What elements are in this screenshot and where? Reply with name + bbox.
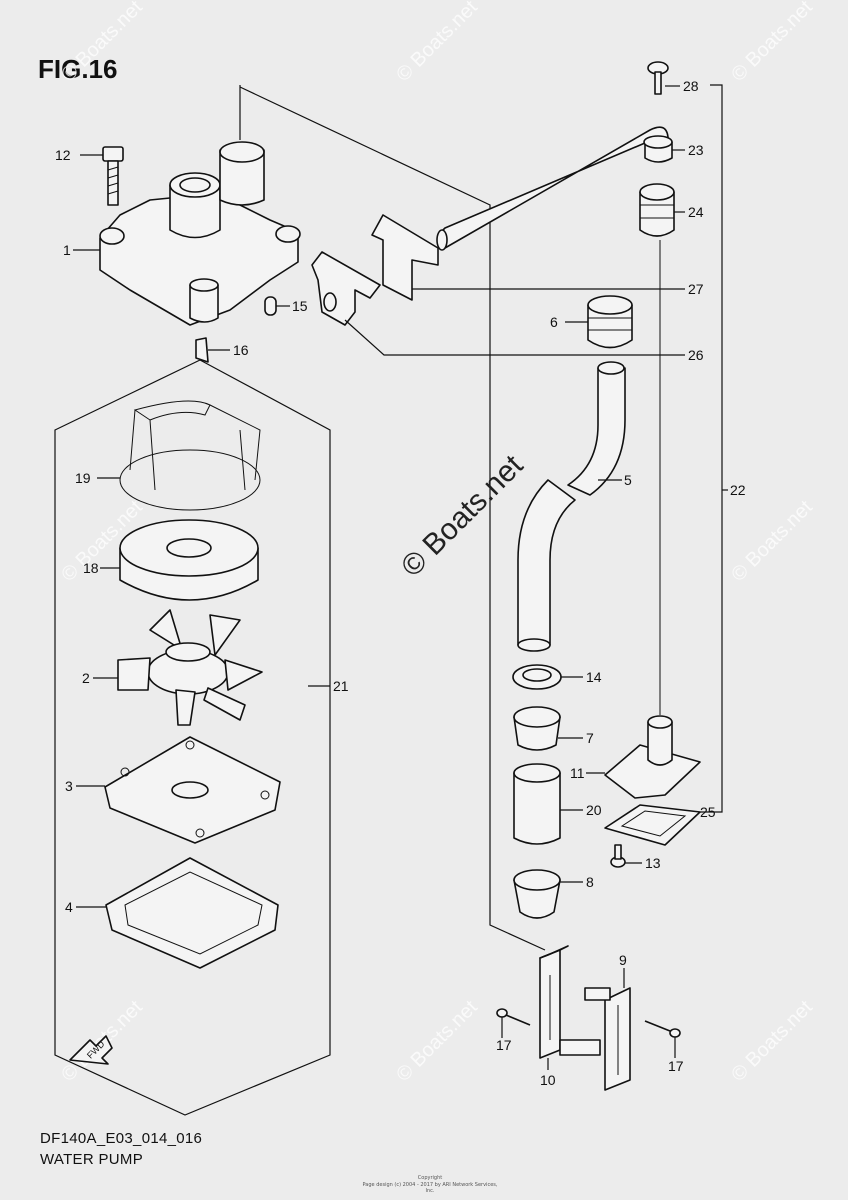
screw-part-17a [496,1008,531,1026]
seal-part-8 [513,869,561,919]
plate-part-3 [104,736,281,844]
callout-28: 28 [683,78,699,94]
callout-3: 3 [65,778,73,794]
callout-19: 19 [75,470,91,486]
tube-part-20 [513,763,561,845]
seal-part-7 [513,706,561,751]
gasket-part-4 [105,857,279,969]
bolt-part-12 [102,146,124,206]
pump-case-part-1 [99,141,301,326]
impeller-part-2 [117,609,263,726]
callout-16: 16 [233,342,249,358]
callout-1: 1 [63,242,71,258]
callout-27: 27 [688,281,704,297]
callout-17b: 17 [668,1058,684,1074]
tube-top [436,126,673,251]
kit-22-right-edge [700,84,723,813]
callout-21: 21 [333,678,349,694]
hose-part-5 [517,361,626,652]
callout-12: 12 [55,147,71,163]
copyright-line-2: Page design (c) 2004 - 2017 by ARI Netwo… [362,1182,498,1194]
fitting-part-11 [604,715,701,799]
bracket-part-27 [371,214,439,301]
fwd-arrow-icon: FWD [69,1035,113,1065]
callout-20: 20 [586,802,602,818]
callout-15: 15 [292,298,308,314]
strainer-part-25 [604,804,701,846]
callout-25: 25 [700,804,716,820]
callout-10: 10 [540,1072,556,1088]
copyright-line-1: Copyright [417,1175,443,1181]
callout-13: 13 [645,855,661,871]
callout-9: 9 [619,952,627,968]
key-part-16 [195,337,209,363]
callout-6: 6 [550,314,558,330]
liner-part-19 [119,400,261,511]
callout-24: 24 [688,204,704,220]
callout-7: 7 [586,730,594,746]
callout-23: 23 [688,142,704,158]
figure-title: FIG.16 [38,54,118,84]
clamp-part-26 [311,251,381,326]
callout-22: 22 [730,482,746,498]
callout-8: 8 [586,874,594,890]
leader-26 [344,319,685,356]
screw-part-28 [647,61,669,95]
pin-part-15 [264,296,277,316]
callout-17a: 17 [496,1037,512,1053]
callout-14: 14 [586,669,602,685]
callout-5: 5 [624,472,632,488]
diagram-name: WATER PUMP [40,1151,143,1168]
housing-part-18 [119,519,259,601]
callout-18: 18 [83,560,99,576]
callout-26: 26 [688,347,704,363]
screw-part-13 [610,844,626,868]
grommet-part-6 [587,295,633,349]
ring-part-14 [512,664,562,690]
callout-11: 11 [570,765,585,781]
kit-22-left-edge [239,86,546,951]
callout-4: 4 [65,899,73,915]
diagram-code: DF140A_E03_014_016 [40,1130,203,1147]
rail-part-9 [584,987,631,1091]
callout-2: 2 [82,670,90,686]
screw-part-17b [644,1020,681,1038]
grommet-part-24 [639,183,675,237]
rail-part-10 [539,945,601,1059]
